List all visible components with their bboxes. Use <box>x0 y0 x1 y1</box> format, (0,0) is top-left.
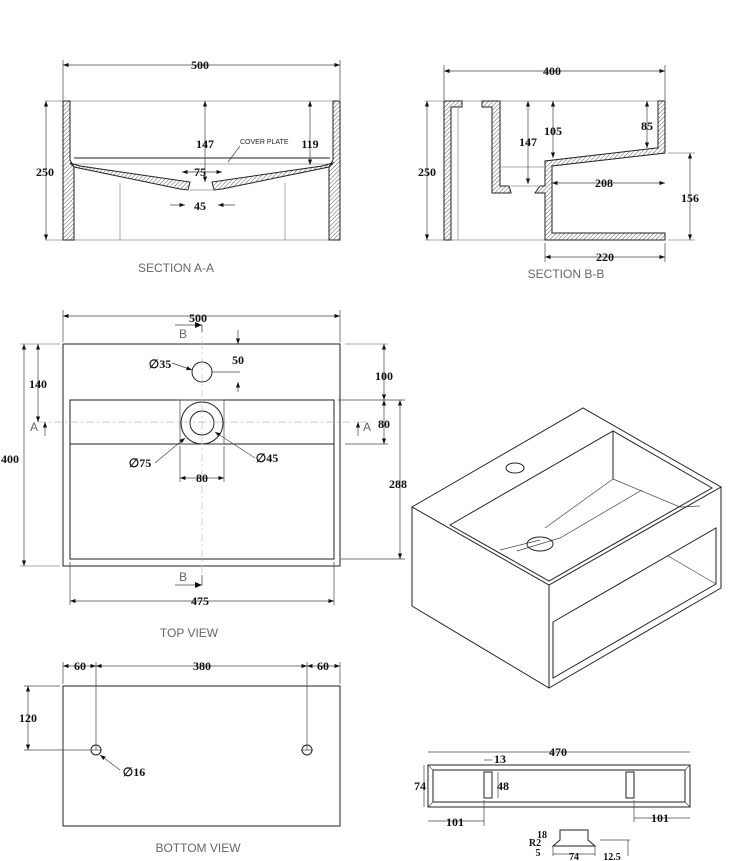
section-a-a: 500 250 147 119 75 45 COVER PLATE SECTIO… <box>36 58 341 275</box>
dim-101-left: 101 <box>446 815 464 829</box>
dim-101-right: 101 <box>651 811 669 825</box>
dim-5: 5 <box>536 848 541 859</box>
section-a-a-title: SECTION A-A <box>138 261 214 275</box>
dim-12-5: 12.5 <box>603 852 621 861</box>
dim-faucet-offset: 50 <box>232 353 244 367</box>
dim-width: 500 <box>191 58 209 72</box>
dim-width: 500 <box>189 311 207 325</box>
top-view: 500 B B A A ∅35 50 140 400 100 80 288 ∅7… <box>1 310 407 640</box>
dim-13: 13 <box>494 752 506 766</box>
dim-width: 400 <box>543 64 561 78</box>
dim-18: 18 <box>537 830 547 841</box>
dim-height: 250 <box>36 165 54 179</box>
hole-diameter: ∅16 <box>123 765 145 779</box>
dim-left-60: 60 <box>74 659 86 673</box>
dim-drain-box: 80 <box>196 471 208 485</box>
top-view-title: TOP VIEW <box>160 626 219 640</box>
dim-475: 475 <box>191 594 209 608</box>
section-a-marker-left: A <box>30 420 38 434</box>
drain-inner-diameter: ∅45 <box>256 451 278 465</box>
dim-r2: R2 <box>529 838 541 849</box>
dim-height: 250 <box>418 165 436 179</box>
dim-right-60: 60 <box>317 659 329 673</box>
dim-74: 74 <box>414 779 426 793</box>
dim-85: 85 <box>641 119 653 133</box>
dim-105: 105 <box>544 124 562 138</box>
dim-74-base: 74 <box>569 852 579 861</box>
bottom-view: 60 380 60 120 ∅16 BOTTOM VIEW <box>19 659 341 855</box>
dim-156: 156 <box>681 191 699 205</box>
dim-380: 380 <box>193 659 211 673</box>
section-b-b-title: SECTION B-B <box>528 267 605 281</box>
dim-147: 147 <box>196 137 214 151</box>
dim-120: 120 <box>19 711 37 725</box>
section-b-marker-top: B <box>179 327 187 341</box>
dim-75: 75 <box>194 165 206 179</box>
dim-48: 48 <box>497 779 509 793</box>
cover-plate-label: COVER PLATE <box>240 139 289 146</box>
dim-220: 220 <box>596 250 614 264</box>
dim-100: 100 <box>375 369 393 383</box>
bottom-view-title: BOTTOM VIEW <box>155 841 241 855</box>
dim-119: 119 <box>301 137 318 151</box>
dim-45: 45 <box>194 199 206 213</box>
faucet-diameter: ∅35 <box>149 357 171 371</box>
section-b-marker-bottom: B <box>179 570 187 584</box>
isometric-view <box>410 407 723 689</box>
cover-plate-detail: 470 13 74 48 101 101 R2 18 5 74 12.5 <box>414 745 691 861</box>
dim-147: 147 <box>519 135 537 149</box>
dim-80-band: 80 <box>378 417 390 431</box>
dim-288: 288 <box>389 477 407 491</box>
drain-outer-diameter: ∅75 <box>129 456 151 470</box>
section-b-b: 400 250 147 105 85 208 156 220 SECTION B… <box>418 64 699 281</box>
section-a-marker-right: A <box>363 420 371 434</box>
dim-140: 140 <box>29 377 47 391</box>
dim-400: 400 <box>1 452 19 466</box>
dim-208: 208 <box>595 176 613 190</box>
dim-470: 470 <box>549 745 567 759</box>
